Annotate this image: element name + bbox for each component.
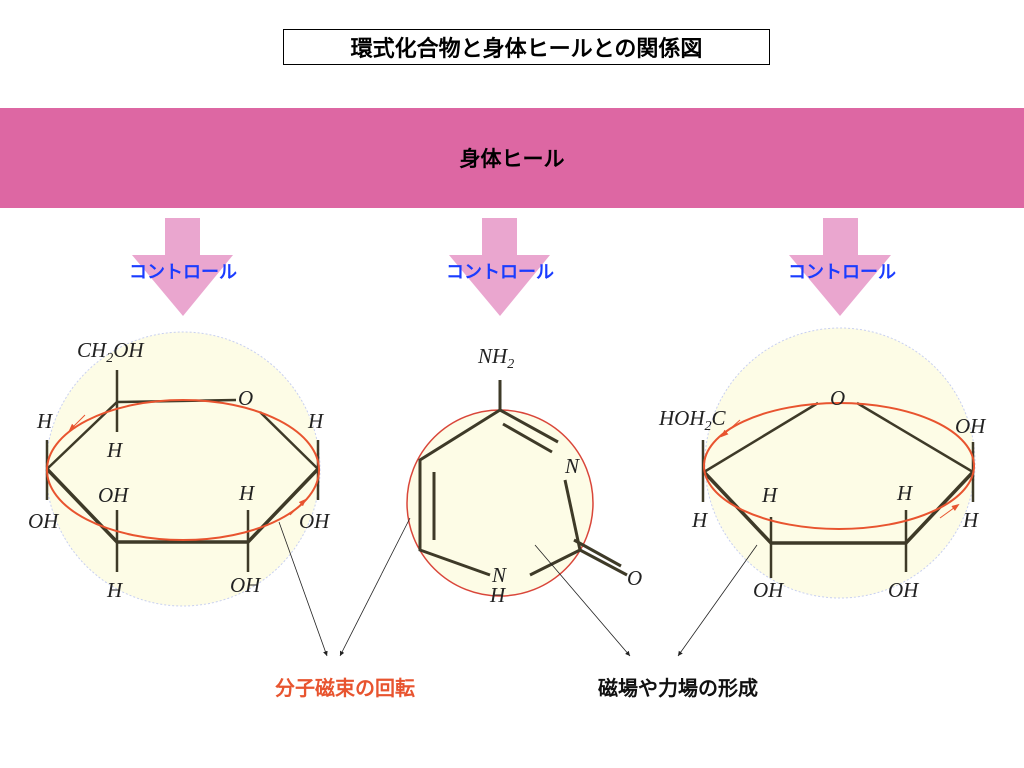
page-title: 環式化合物と身体ヒールとの関係図 — [283, 29, 770, 65]
svg-text:NH2: NH2 — [477, 344, 514, 372]
caption-field-formation: 磁場や力場の形成 — [598, 676, 758, 700]
body-heal-band: 身体ヒール — [0, 108, 1024, 208]
svg-text:H: H — [106, 578, 124, 602]
svg-text:HOH2C: HOH2C — [658, 406, 727, 434]
svg-text:OH: OH — [753, 578, 785, 602]
svg-text:H: H — [238, 481, 256, 505]
svg-text:H: H — [489, 583, 507, 607]
pointer-arrow — [534, 544, 631, 657]
svg-text:O: O — [238, 386, 253, 410]
fructose-molecule: HOH2C O OH H H H H OH OH — [658, 327, 987, 602]
control-label-middle: コントロール — [446, 262, 554, 283]
control-label-right: コントロール — [788, 262, 896, 283]
svg-text:H: H — [36, 409, 54, 433]
svg-text:OH: OH — [888, 578, 920, 602]
svg-text:OH: OH — [299, 509, 331, 533]
svg-text:H: H — [307, 409, 325, 433]
control-label-left: コントロール — [129, 262, 237, 283]
pointer-arrow — [339, 517, 411, 657]
svg-text:OH: OH — [230, 573, 262, 597]
svg-text:N: N — [491, 563, 507, 587]
pointer-arrow — [278, 521, 328, 657]
svg-text:H: H — [962, 508, 980, 532]
glucose-molecule: CH2OH O H H H OH OH OH H H OH — [28, 331, 331, 607]
control-arrow-right — [789, 218, 891, 316]
svg-text:O: O — [830, 386, 845, 410]
control-arrow-middle — [449, 218, 550, 316]
svg-text:N: N — [564, 454, 580, 478]
svg-text:H: H — [691, 508, 709, 532]
svg-text:H: H — [896, 481, 914, 505]
svg-text:OH: OH — [28, 509, 60, 533]
svg-text:OH: OH — [98, 483, 130, 507]
svg-text:O: O — [627, 566, 642, 590]
cytosine-molecule: NH2 N NH O — [406, 344, 642, 607]
caption-flux-rotation: 分子磁束の回転 — [275, 676, 415, 700]
svg-text:CH2OH: CH2OH — [77, 338, 145, 366]
svg-text:H: H — [761, 483, 779, 507]
pointer-arrow — [677, 544, 758, 657]
control-arrow-left — [132, 218, 233, 316]
svg-text:H: H — [106, 438, 124, 462]
svg-text:OH: OH — [955, 414, 987, 438]
